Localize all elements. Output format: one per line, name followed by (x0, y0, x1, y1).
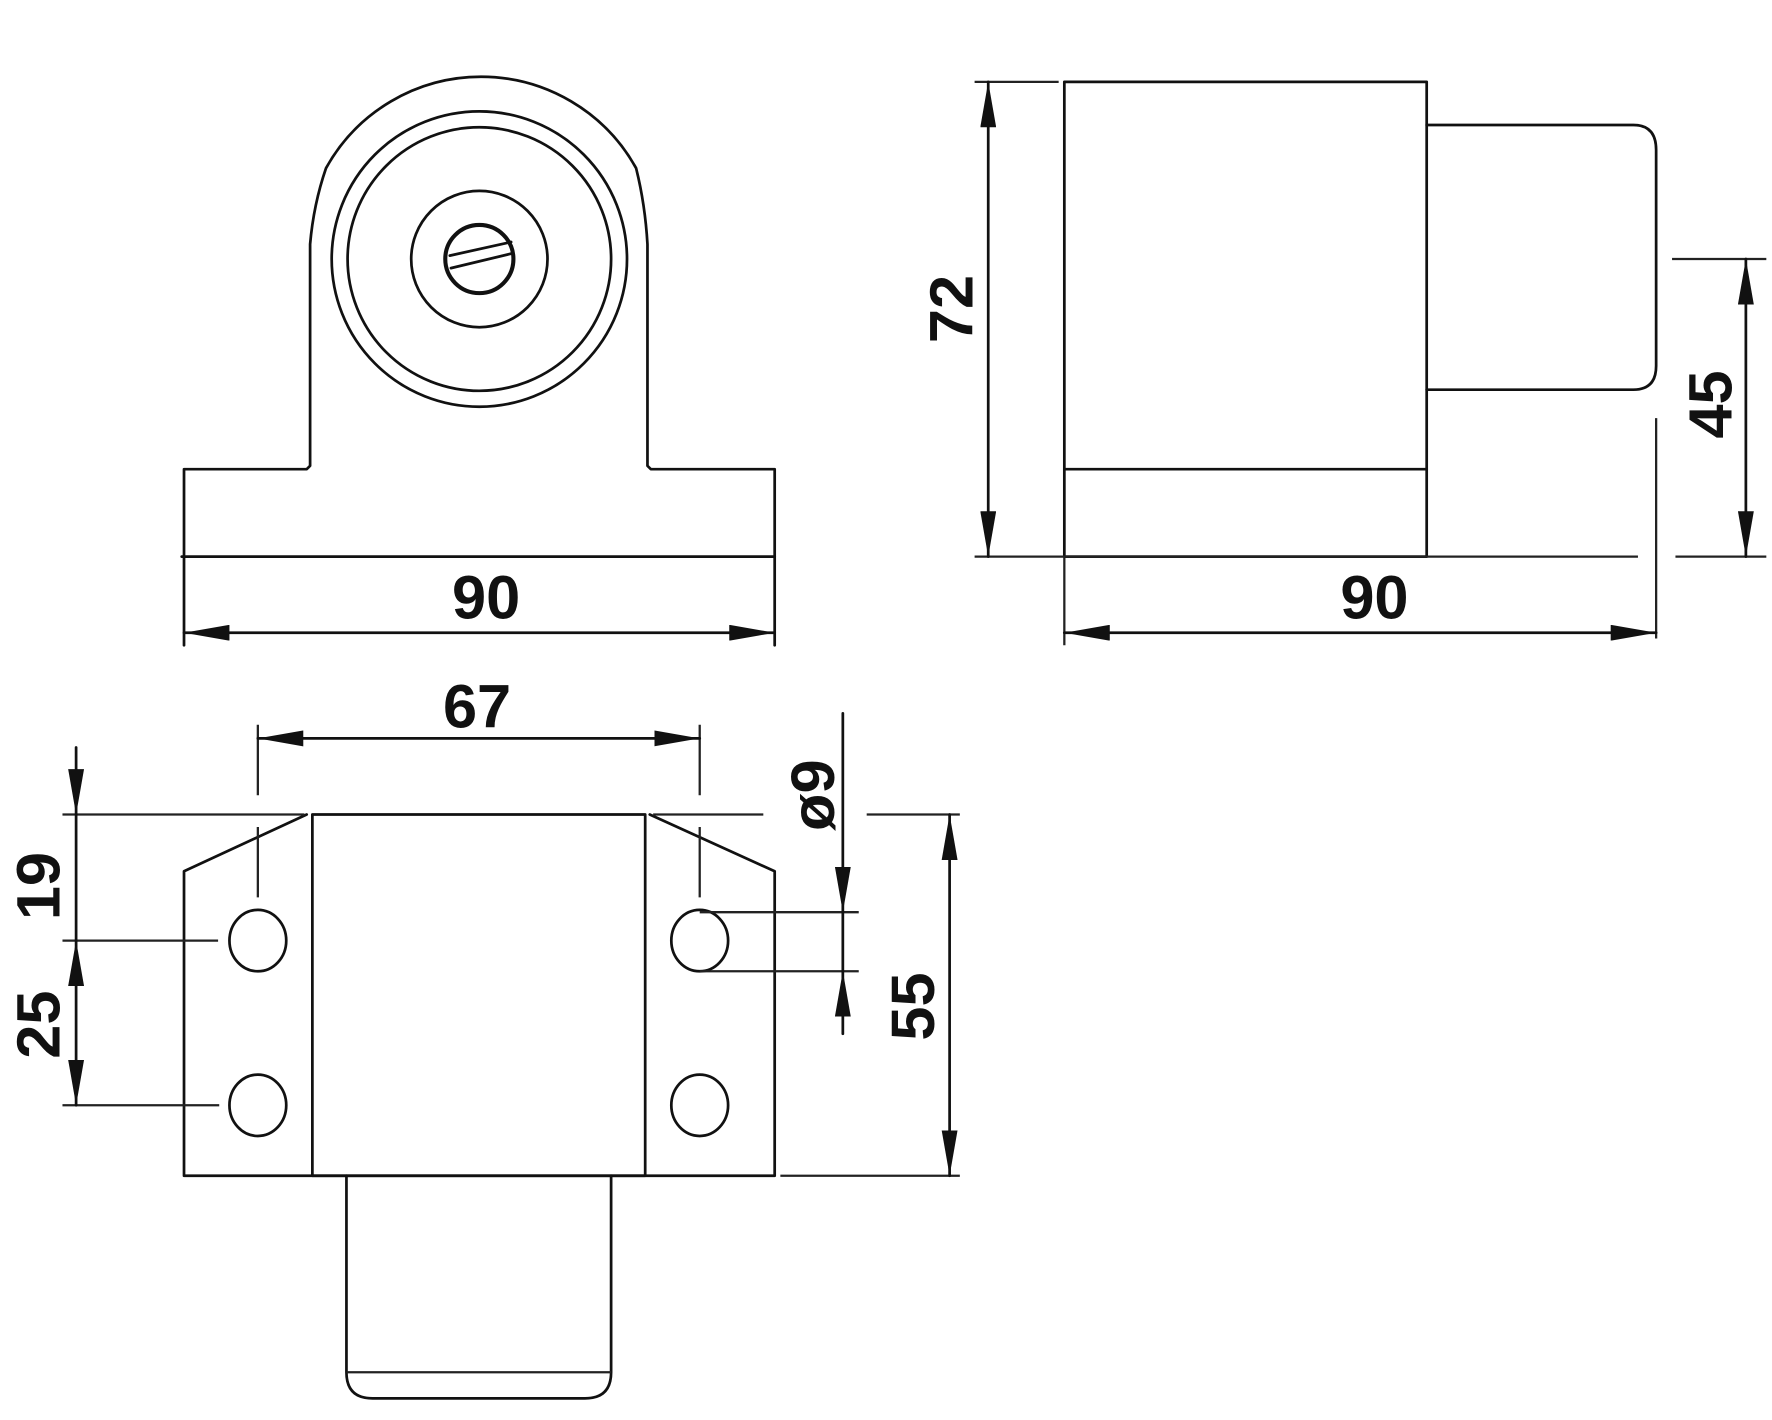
mounting-hole (669, 1073, 730, 1138)
bottom-flange (182, 813, 777, 1178)
side-body (1062, 80, 1429, 559)
mounting-hole (228, 1073, 288, 1138)
bottom-view: 67 19 25 55 ø9 (3, 671, 960, 1400)
side-height-label: 72 (917, 275, 986, 343)
protrusion-label: 45 (1675, 370, 1744, 438)
screw-slot-bottom (449, 252, 514, 270)
side-view: 72 45 90 (917, 80, 1767, 646)
front-view: 90 (180, 75, 777, 647)
side-width-label: 90 (1340, 562, 1408, 631)
screw-head (443, 222, 516, 296)
hub-circle (409, 189, 549, 329)
front-width-label: 90 (452, 562, 520, 631)
depth-label: 55 (878, 972, 947, 1040)
hole-diameter-label: ø9 (778, 759, 847, 831)
screw-slot-top (448, 240, 513, 258)
front-outline (182, 75, 777, 647)
bottom-body (311, 813, 647, 1178)
hole-spacing-label: 67 (443, 671, 511, 740)
mounting-hole (228, 908, 288, 973)
hole-pitch-label: 25 (3, 991, 72, 1059)
inner-ring (346, 125, 613, 393)
outer-ring (330, 110, 629, 409)
hole-offset-label: 19 (3, 852, 72, 920)
bottom-protrusion (345, 1174, 613, 1400)
mounting-hole (669, 908, 730, 973)
side-protrusion (1425, 123, 1658, 392)
